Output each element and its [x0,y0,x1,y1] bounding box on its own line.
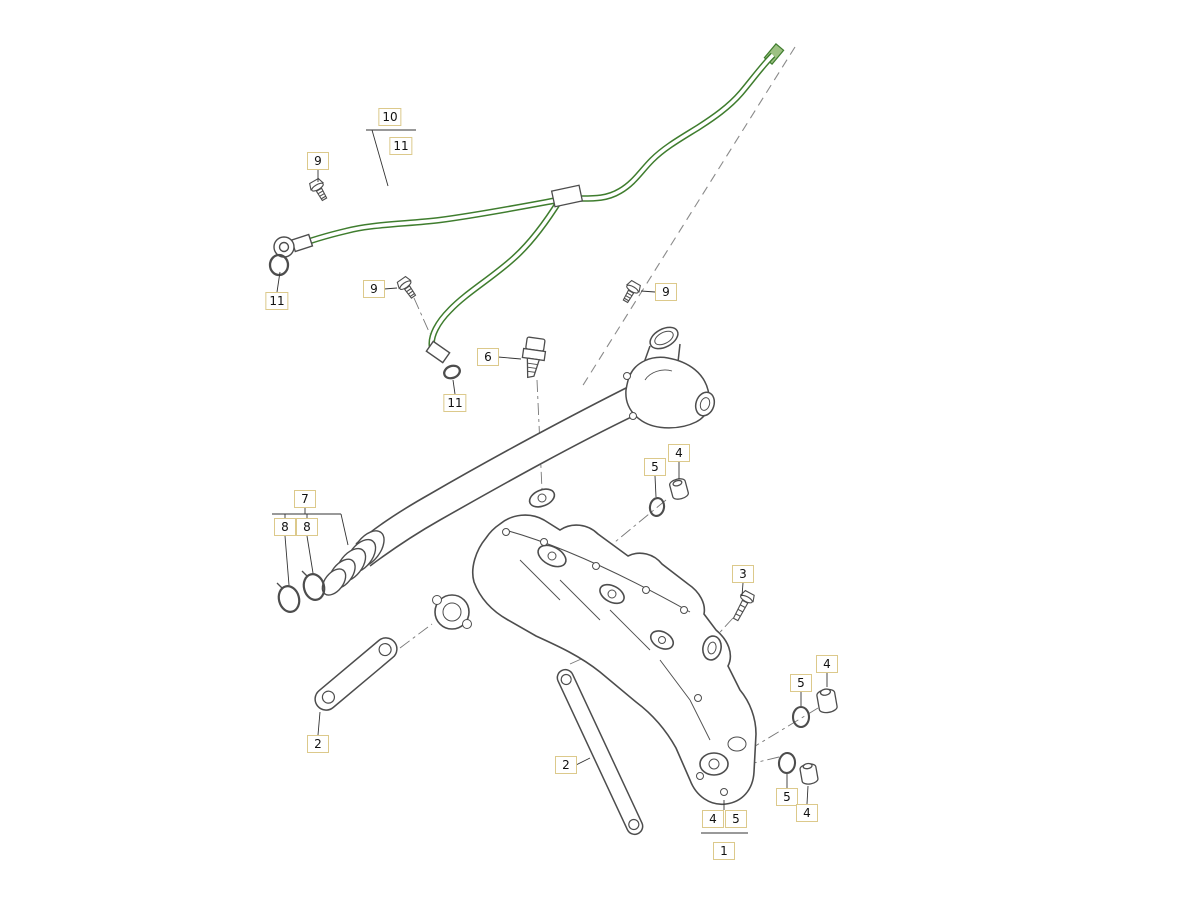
callout-9b[interactable]: 9 [363,280,385,298]
seal-ring-11-left [268,253,290,277]
callout-5c[interactable]: 5 [776,788,798,806]
hose-clamp-8-left [276,582,301,613]
callout-2b[interactable]: 2 [555,756,577,774]
callout-11b[interactable]: 11 [265,292,289,310]
bellows-hose [321,530,385,596]
callout-9a[interactable]: 9 [307,152,329,170]
temperature-sensor-6 [521,336,547,379]
callout-6[interactable]: 6 [477,348,499,366]
plug-4-upper [669,478,689,500]
support-strip [556,668,644,836]
callout-4b[interactable]: 4 [816,655,838,673]
callout-5b[interactable]: 5 [790,674,812,692]
hose-junction-clamp [550,184,584,208]
screw-9-right [618,279,643,306]
callout-4a[interactable]: 4 [668,444,690,462]
callout-8b[interactable]: 8 [296,518,318,536]
plug-4-lower [799,762,819,785]
leader-lines [272,129,828,834]
thermostat-housing [623,326,716,429]
water-pipe [321,383,647,596]
coolant-hose-assembly [268,43,785,380]
callout-11a[interactable]: 11 [389,137,413,155]
center-lines [399,297,819,767]
callout-5d[interactable]: 5 [725,810,747,828]
callout-9c[interactable]: 9 [655,283,677,301]
seal-ring-5-right [791,705,811,729]
o-ring-11-branch [443,364,461,380]
callout-7[interactable]: 7 [294,490,316,508]
seal-ring-5-lower [777,751,797,775]
screw-9-mid [395,274,420,302]
callout-11c[interactable]: 11 [443,394,467,412]
plug-4-right [816,688,838,714]
callout-2a[interactable]: 2 [307,735,329,753]
callout-4c[interactable]: 4 [702,810,724,828]
gasket-left [314,637,398,711]
bolt-3 [732,589,755,622]
seal-ring-5-upper [648,497,666,517]
callout-3[interactable]: 3 [732,565,754,583]
callout-1[interactable]: 1 [713,842,735,860]
hose-clamp-8-right [301,570,326,601]
callout-4d[interactable]: 4 [796,804,818,822]
hose-eyelet-fitting [273,233,314,258]
callout-5a[interactable]: 5 [644,458,666,476]
callout-10[interactable]: 10 [378,108,402,126]
water-manifold-part [432,514,757,805]
hose-branch-fitting [425,340,451,364]
construction-dashed-line [579,46,796,391]
callout-8a[interactable]: 8 [274,518,296,536]
screw-9-left [307,177,332,204]
